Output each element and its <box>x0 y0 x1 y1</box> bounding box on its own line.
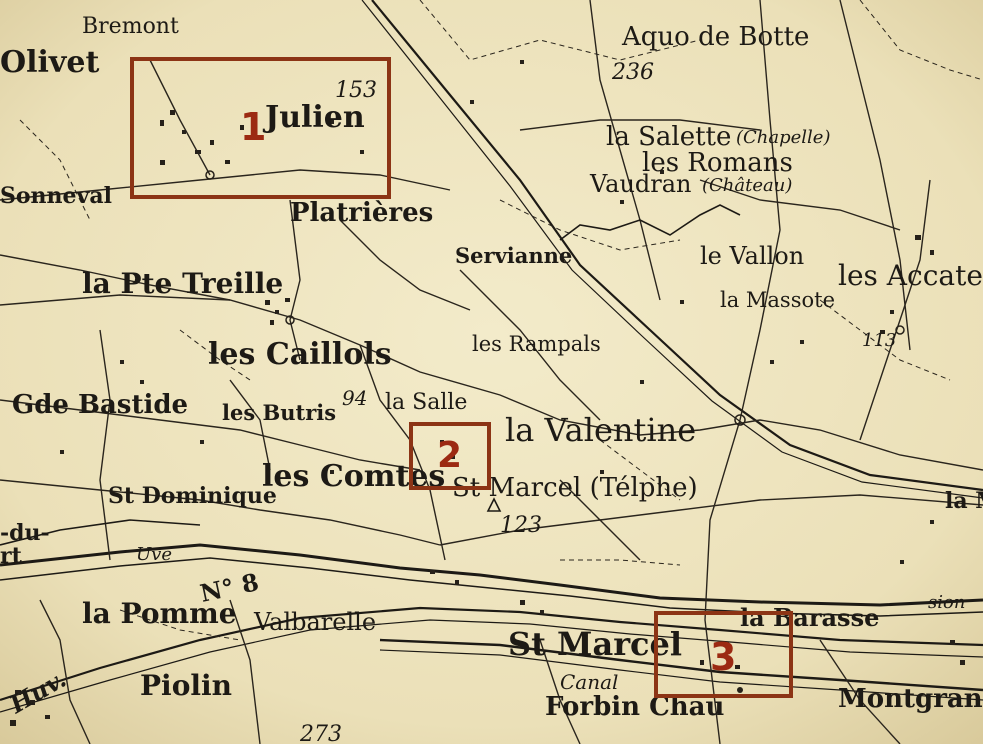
marker-number-1: 1 <box>240 105 267 149</box>
settlements <box>10 60 965 726</box>
place-les-romans: les Romans <box>642 148 793 178</box>
place-du-rt: -du- rt <box>0 520 50 570</box>
place-chapelle: (Chapelle) <box>736 127 831 148</box>
place-la-pomme: la Pomme <box>82 597 237 630</box>
place-les-accates: les Accates <box>838 259 983 292</box>
place-le-vallon: le Vallon <box>700 242 805 270</box>
place-st-marcel: St Marcel <box>508 625 683 663</box>
place-les-caillols: les Caillols <box>208 337 392 372</box>
triangulation-icon <box>486 497 502 512</box>
place-forbin: Forbin Chau <box>545 692 725 722</box>
place-gde-bastide: Gde Bastide <box>12 390 189 420</box>
elevation-123: 123 <box>500 513 542 538</box>
marker-box-2 <box>409 422 491 490</box>
place-st-marcel-telephone: St Marcel (Télphe) <box>452 473 698 503</box>
elevation-273: 273 <box>300 722 342 744</box>
paths <box>19 0 983 641</box>
place-servianne: Servianne <box>455 243 573 268</box>
river-label-3: sion <box>928 592 966 613</box>
place-la-valentine: la Valentine <box>505 411 697 449</box>
marker-number-2: 2 <box>437 435 463 476</box>
place-bremont: Bremont <box>82 14 179 39</box>
elevation-236: 236 <box>612 60 654 85</box>
place-st-dominique: St Dominique <box>108 483 277 509</box>
place-les-rampals: les Rampals <box>472 332 601 356</box>
elevation-94: 94 <box>342 386 368 410</box>
place-piolin: Piolin <box>140 669 232 702</box>
railway-diagonal <box>361 0 983 499</box>
place-olivet: Olivet <box>0 45 100 80</box>
place-la-barasse: la Barasse <box>740 603 880 632</box>
river-label-2: Uve <box>136 544 172 565</box>
place-la-m: la M <box>945 488 983 514</box>
marker-number-3: 3 <box>710 635 737 679</box>
place-les-butris: les Butris <box>222 400 337 425</box>
place-julien: Julien <box>265 100 365 135</box>
river <box>0 204 741 546</box>
place-aquo-de-botte: Aquo de Botte <box>622 22 810 52</box>
place-la-massote: la Massote <box>720 288 835 312</box>
marker-box-1 <box>130 57 391 199</box>
place-la-salle: la Salle <box>385 390 468 415</box>
place-montgrand: Montgrand <box>838 684 983 714</box>
place-platrieres: Platrières <box>290 198 434 228</box>
map-marks <box>205 170 905 693</box>
place-la-salette: la Salette <box>606 122 732 152</box>
place-la-treille: la Pte Treille <box>82 267 284 300</box>
place-vaudran: Vaudran <box>590 170 692 198</box>
canal-label: Canal <box>560 670 619 694</box>
place-sonneval: Sonneval <box>0 183 112 209</box>
place-chateau: (Château) <box>702 175 793 196</box>
elevation-113: 113 <box>862 330 897 351</box>
place-valbarelle: Valbarelle <box>254 608 377 636</box>
marker-box-3 <box>654 611 793 698</box>
elevation-153: 153 <box>335 78 377 103</box>
